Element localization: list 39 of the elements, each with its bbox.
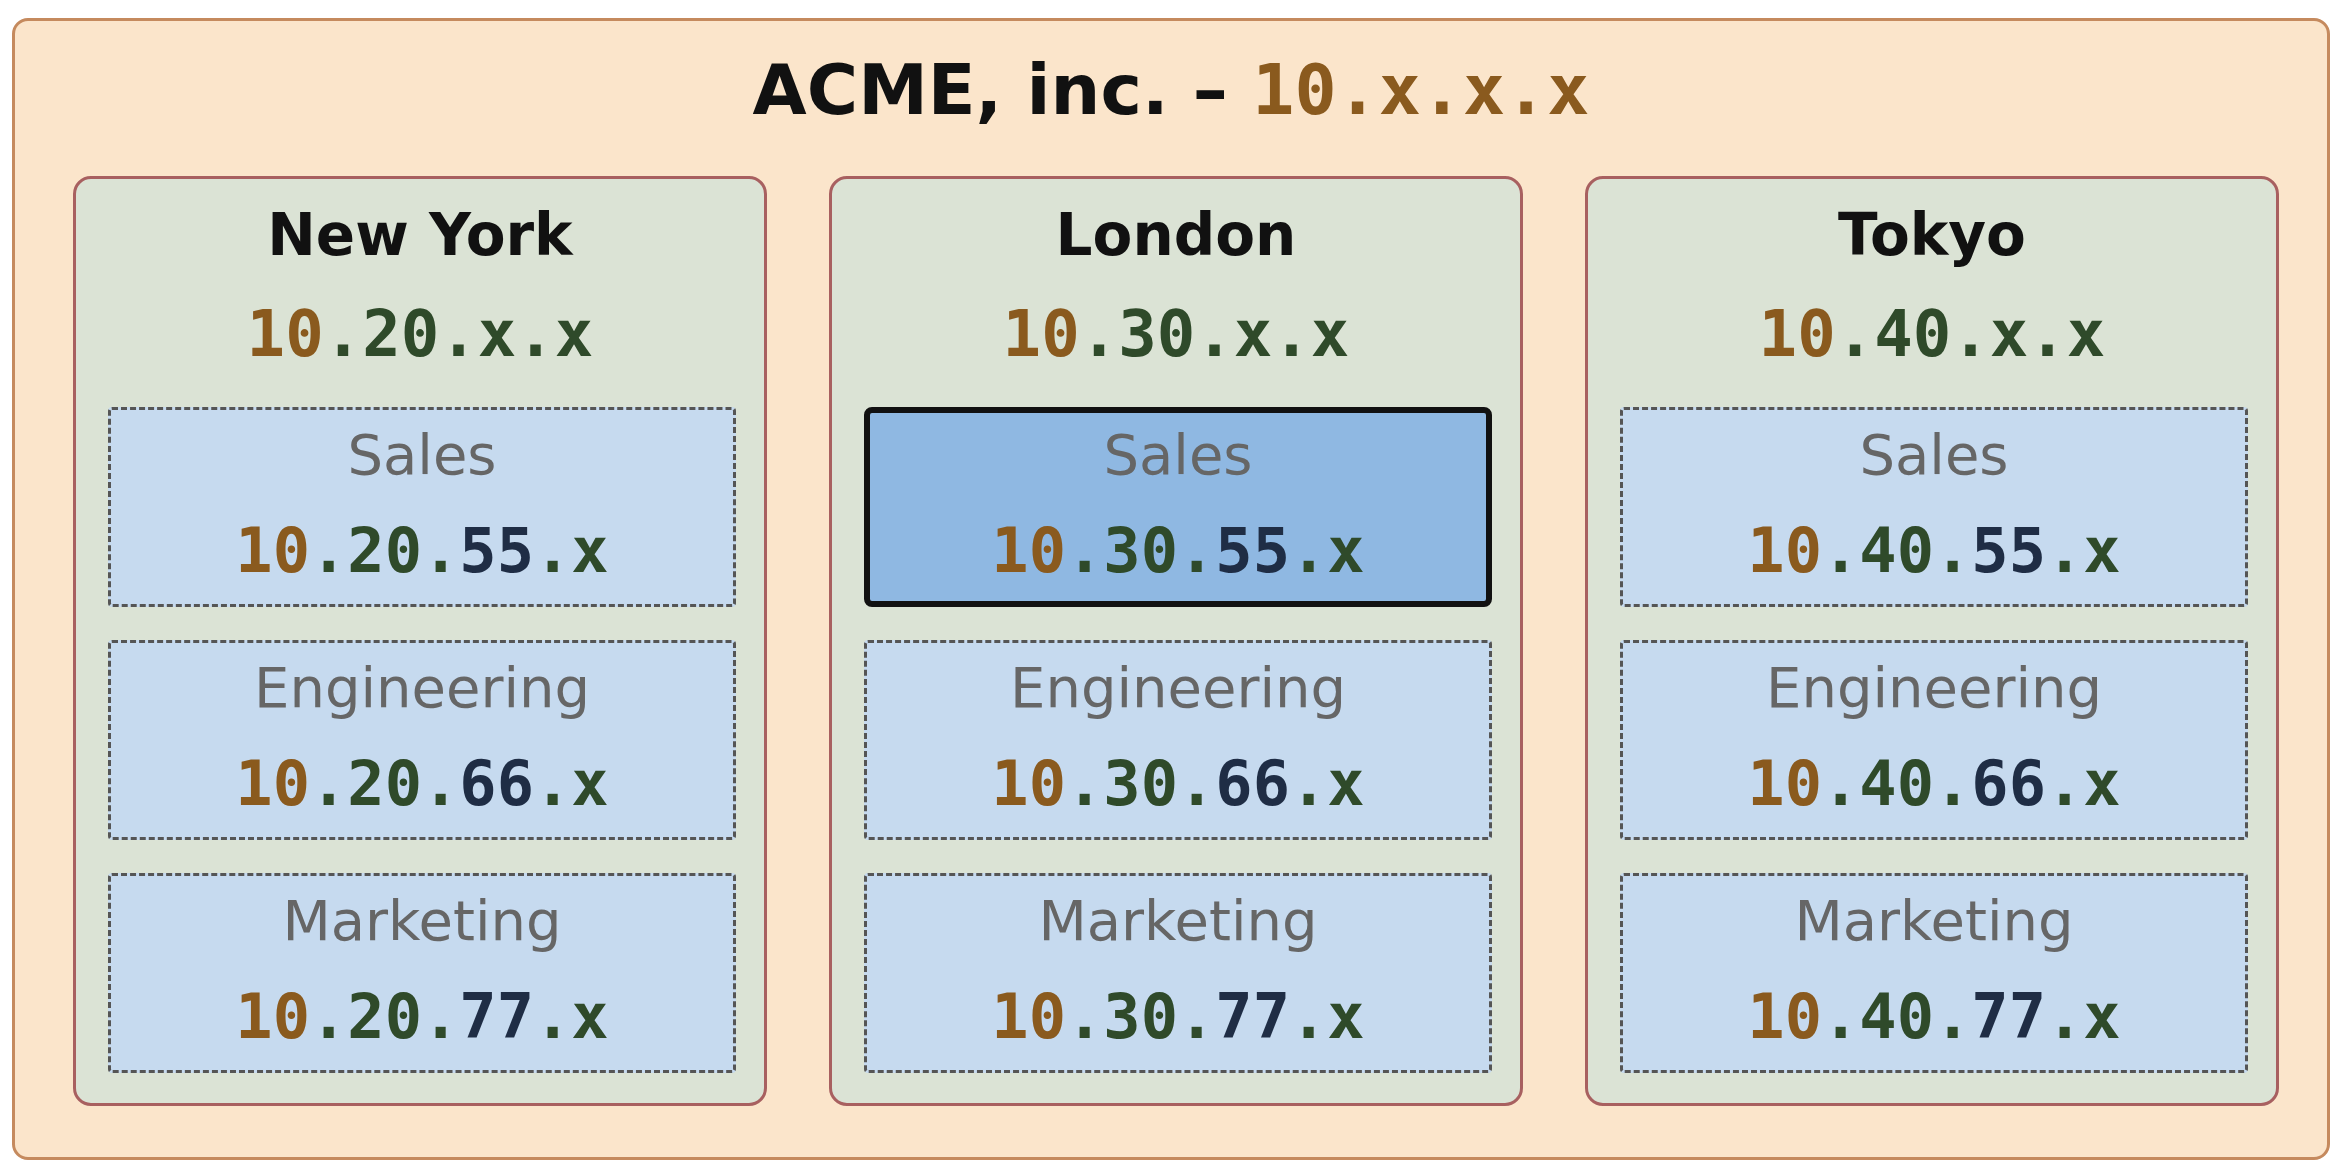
subnet-box — [1620, 407, 2248, 607]
department-name: Sales — [1859, 422, 2009, 487]
subnet-address: 10.30.55.x — [991, 514, 1365, 587]
address-range: 10.x.x.x — [1252, 49, 1590, 131]
site-name: London — [1055, 201, 1297, 269]
subnet-box — [864, 640, 1492, 840]
subnet-address: 10.20.77.x — [235, 980, 609, 1053]
subnet-address: 10.20.55.x — [235, 514, 609, 587]
site-name: Tokyo — [1838, 201, 2026, 269]
subnet-box — [108, 640, 736, 840]
department-name: Marketing — [1038, 888, 1318, 953]
site-panel — [73, 176, 767, 1106]
subnet-box — [1620, 873, 2248, 1073]
subnet-address: 10.30.66.x — [991, 747, 1365, 820]
subnet-address: 10.40.77.x — [1747, 980, 2121, 1053]
site-address-range: 10.30.x.x — [1002, 297, 1350, 371]
subnet-address: 10.20.66.x — [235, 747, 609, 820]
department-name: Sales — [347, 422, 497, 487]
department-name: Engineering — [254, 655, 590, 720]
department-name: Sales — [1103, 422, 1253, 487]
site-name: New York — [267, 201, 573, 269]
site-address-range: 10.20.x.x — [246, 297, 594, 371]
subnet-box — [864, 407, 1492, 607]
department-name: Marketing — [282, 888, 562, 953]
subnet-box — [1620, 640, 2248, 840]
subnet-box — [108, 873, 736, 1073]
subnet-address: 10.40.55.x — [1747, 514, 2121, 587]
department-name: Engineering — [1766, 655, 2102, 720]
subnet-box — [864, 873, 1492, 1073]
site-panel — [829, 176, 1523, 1106]
subnet-box — [108, 407, 736, 607]
site-panel — [1585, 176, 2279, 1106]
department-name: Marketing — [1794, 888, 2074, 953]
subnet-address: 10.40.66.x — [1747, 747, 2121, 820]
network-name: ACME, inc. – — [752, 49, 1228, 131]
subnet-address: 10.30.77.x — [991, 980, 1365, 1053]
network-panel — [12, 18, 2330, 1160]
department-name: Engineering — [1010, 655, 1346, 720]
site-address-range: 10.40.x.x — [1758, 297, 2106, 371]
